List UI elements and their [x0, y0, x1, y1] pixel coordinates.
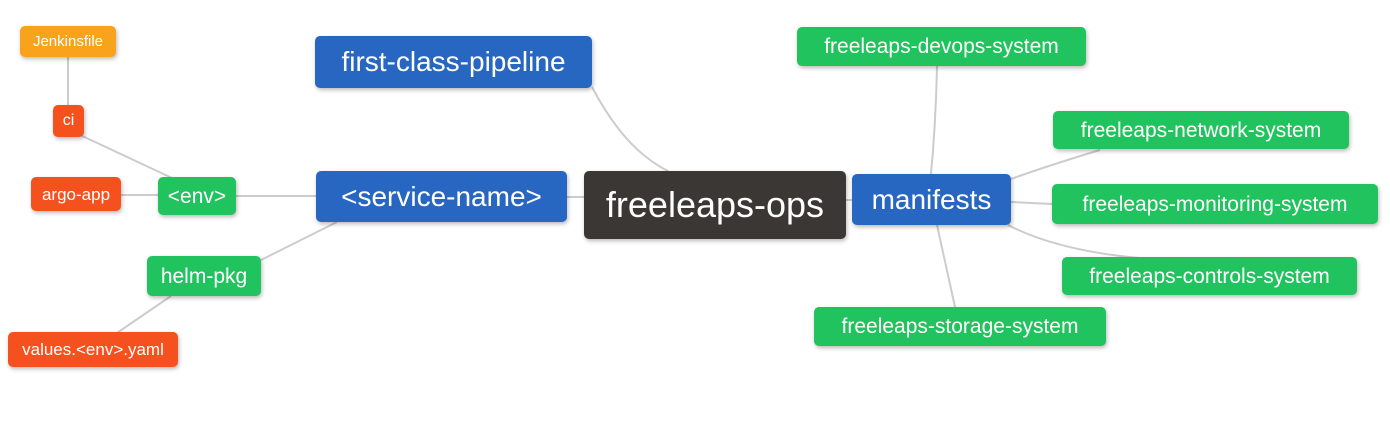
edge-manifests-devops-system	[930, 65, 938, 175]
edge-service-name-helm-pkg	[260, 221, 338, 261]
node-controls-system[interactable]: freeleaps-controls-system	[1062, 257, 1357, 295]
node-freeleaps-ops[interactable]: freeleaps-ops	[584, 171, 846, 239]
node-service-name[interactable]: <service-name>	[316, 171, 567, 222]
node-jenkinsfile[interactable]: Jenkinsfile	[20, 26, 116, 57]
edge-manifests-controls-system	[1007, 224, 1151, 260]
node-first-class-pipeline[interactable]: first-class-pipeline	[315, 36, 592, 88]
node-network-system[interactable]: freeleaps-network-system	[1053, 111, 1349, 149]
node-devops-system[interactable]: freeleaps-devops-system	[797, 27, 1086, 66]
node-monitoring-system[interactable]: freeleaps-monitoring-system	[1052, 184, 1378, 224]
node-manifests[interactable]: manifests	[852, 174, 1011, 225]
edge-helm-pkg-values	[116, 295, 172, 334]
node-values-env-yaml[interactable]: values.<env>.yaml	[8, 332, 178, 367]
node-argo-app[interactable]: argo-app	[31, 177, 121, 211]
edge-manifests-monitoring-system	[1010, 201, 1053, 205]
edge-manifests-storage-system	[936, 224, 956, 308]
edge-ci-env	[77, 133, 173, 179]
node-storage-system[interactable]: freeleaps-storage-system	[814, 307, 1106, 346]
node-ci[interactable]: ci	[53, 105, 84, 137]
node-helm-pkg[interactable]: helm-pkg	[147, 256, 261, 296]
node-env[interactable]: <env>	[158, 177, 236, 215]
edge-manifests-network-system	[1010, 149, 1101, 180]
edge-first-class-pipeline-root	[591, 86, 669, 172]
